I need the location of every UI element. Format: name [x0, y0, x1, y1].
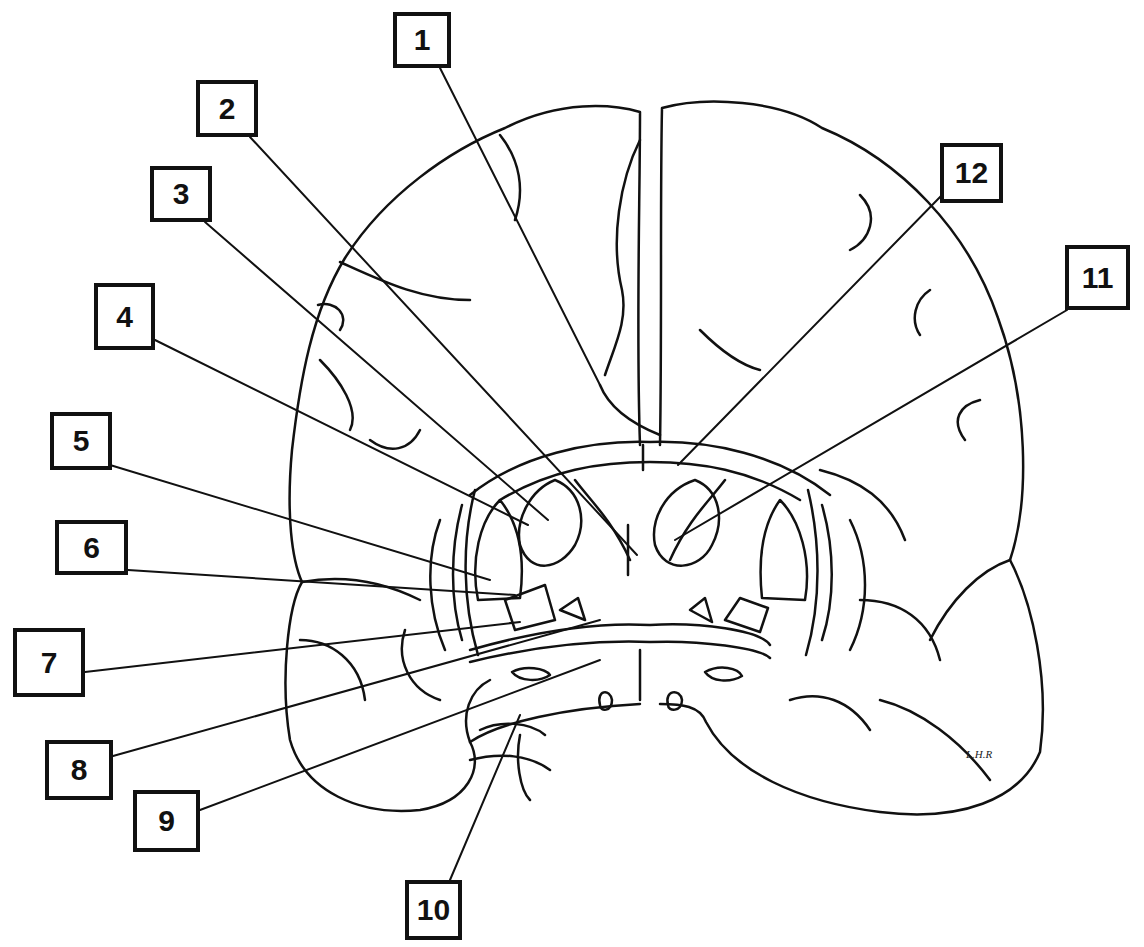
callout-box: 11: [1065, 245, 1130, 310]
left-hemisphere: [286, 106, 640, 811]
fissure: [628, 445, 643, 700]
caudate: [519, 480, 581, 566]
putamen: [761, 500, 807, 600]
callout-number: 10: [417, 895, 450, 925]
caudate: [654, 480, 719, 566]
claustrum: [453, 490, 832, 655]
callout-box: 8: [45, 740, 113, 800]
callout-number: 1: [414, 25, 431, 55]
right-hemisphere: [660, 102, 1043, 815]
callout-box: 1: [393, 12, 451, 68]
callout-number: 6: [83, 533, 100, 563]
ventricle: [575, 480, 725, 560]
callout-number: 11: [1082, 263, 1114, 293]
callout-box: 7: [13, 628, 85, 697]
callout-box: 6: [55, 520, 128, 575]
callout-box: 4: [94, 283, 155, 350]
callout-number: 7: [41, 648, 58, 678]
callout-box: 9: [133, 790, 200, 852]
callout-number: 5: [73, 426, 90, 456]
cingulate-sulcus: [600, 140, 660, 435]
leader-line: [85, 68, 1067, 880]
globus-pallidus: [690, 598, 768, 632]
temporal-structure: [470, 724, 550, 800]
callout-number: 2: [219, 94, 236, 124]
artist-signature: L.H.R: [966, 748, 992, 760]
callout-box: 3: [150, 166, 212, 222]
callout-number: 8: [71, 755, 88, 785]
corpus-callosum: [500, 462, 800, 500]
callout-box: 5: [50, 412, 112, 470]
callout-box: 10: [405, 880, 462, 940]
insula: [430, 520, 865, 650]
callout-box: 2: [196, 80, 258, 137]
hypothalamus: [512, 668, 742, 710]
callout-number: 12: [955, 158, 988, 188]
callout-number: 4: [116, 302, 133, 332]
callout-number: 9: [158, 806, 175, 836]
callout-box: 12: [940, 143, 1003, 203]
callout-number: 3: [173, 179, 190, 209]
putamen: [475, 500, 522, 600]
